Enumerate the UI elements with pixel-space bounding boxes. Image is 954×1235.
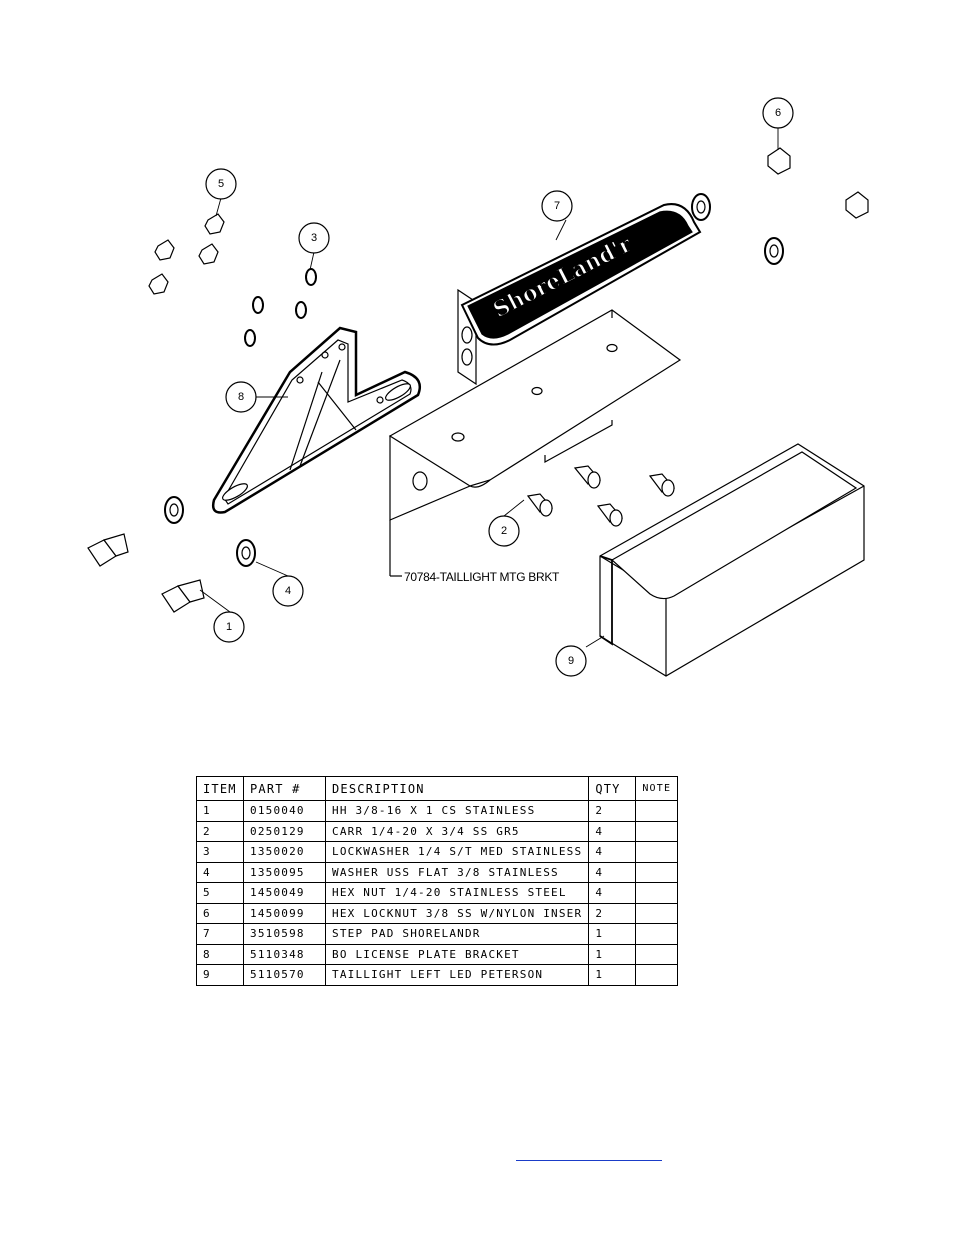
cell-qty: 2 <box>588 800 637 822</box>
cell-description: WASHER USS FLAT 3/8 STAINLESS <box>324 861 590 883</box>
cell-qty: 4 <box>588 882 637 904</box>
cell-note <box>635 882 679 904</box>
hex-nuts <box>148 147 869 295</box>
col-header-note: NOTE <box>635 776 679 801</box>
cell-description: STEP PAD SHORELANDR <box>324 923 590 945</box>
cell-note <box>635 964 679 986</box>
cell-item: 5 <box>196 882 244 904</box>
cell-note <box>635 800 679 822</box>
cell-part: 5110570 <box>243 964 326 986</box>
cell-note <box>635 861 679 883</box>
cell-part: 0150040 <box>243 800 326 822</box>
taillight-mtg-bracket <box>388 309 682 577</box>
cell-qty: 4 <box>588 820 637 842</box>
cell-note <box>635 902 679 924</box>
callout-7: 7 <box>554 200 560 212</box>
cell-note <box>635 923 679 945</box>
cell-description: BO LICENSE PLATE BRACKET <box>324 943 590 965</box>
washers <box>164 193 784 567</box>
cell-item: 8 <box>196 943 244 965</box>
cell-item: 9 <box>196 964 244 986</box>
cell-qty: 1 <box>588 923 637 945</box>
cell-note <box>635 820 679 842</box>
cell-item: 1 <box>196 800 244 822</box>
cell-item: 2 <box>196 820 244 842</box>
cell-part: 1450049 <box>243 882 326 904</box>
col-header-qty: QTY <box>588 776 637 801</box>
cell-item: 4 <box>196 861 244 883</box>
cell-part: 1350095 <box>243 861 326 883</box>
hex-head-bolts <box>87 533 205 613</box>
callout-9: 9 <box>568 655 574 667</box>
cell-part: 1350020 <box>243 841 326 863</box>
cell-description: HH 3/8-16 X 1 CS STAINLESS <box>324 800 590 822</box>
cell-item: 7 <box>196 923 244 945</box>
cell-qty: 1 <box>588 964 637 986</box>
callout-2: 2 <box>501 525 507 537</box>
cell-description: CARR 1/4-20 X 3/4 SS GR5 <box>324 820 590 842</box>
col-header-part: PART # <box>243 776 326 801</box>
callout-3: 3 <box>311 232 317 244</box>
cell-part: 1450099 <box>243 902 326 924</box>
footer-link[interactable] <box>516 1146 662 1161</box>
cell-qty: 4 <box>588 861 637 883</box>
cell-description: HEX NUT 1/4-20 STAINLESS STEEL <box>324 882 590 904</box>
license-plate-bracket <box>211 326 422 514</box>
exploded-assembly-drawing: ShoreLand'r <box>87 97 869 677</box>
cell-description: HEX LOCKNUT 3/8 SS W/NYLON INSER <box>324 902 590 924</box>
cell-part: 0250129 <box>243 820 326 842</box>
cell-note <box>635 943 679 965</box>
callout-6: 6 <box>775 107 781 119</box>
cell-part: 5110348 <box>243 943 326 965</box>
taillight <box>599 443 865 677</box>
callout-bubbles <box>205 97 794 677</box>
cell-note <box>635 841 679 863</box>
callout-4: 4 <box>285 585 291 597</box>
leader-lines <box>199 127 779 648</box>
bracket-label: 70784-TAILLIGHT MTG BRKT <box>404 570 560 584</box>
cell-item: 3 <box>196 841 244 863</box>
col-header-description: DESCRIPTION <box>324 776 590 801</box>
cell-qty: 1 <box>588 943 637 965</box>
cell-description: LOCKWASHER 1/4 S/T MED STAINLESS <box>324 841 590 863</box>
callout-8: 8 <box>238 391 244 403</box>
cell-qty: 4 <box>588 841 637 863</box>
cell-item: 6 <box>196 902 244 924</box>
cell-qty: 2 <box>588 902 637 924</box>
carriage-bolts <box>526 465 676 527</box>
cell-description: TAILLIGHT LEFT LED PETERSON <box>324 964 590 986</box>
bom-header-row: ITEM PART # DESCRIPTION QTY NOTE <box>196 776 679 801</box>
callout-1: 1 <box>226 621 232 633</box>
col-header-item: ITEM <box>196 776 244 801</box>
cell-part: 3510598 <box>243 923 326 945</box>
callout-5: 5 <box>218 178 224 190</box>
